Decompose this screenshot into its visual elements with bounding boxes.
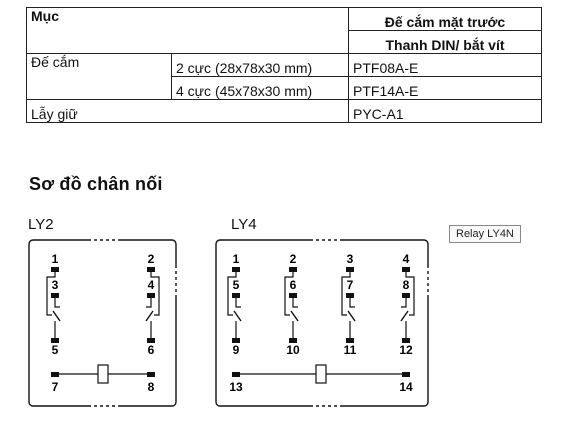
contact-line bbox=[405, 271, 415, 316]
ly2-label: LY2 bbox=[28, 216, 54, 233]
ly4-p9-label: 9 bbox=[233, 343, 240, 357]
ly4-p6-pin bbox=[289, 293, 297, 298]
ly4-p3-pin bbox=[346, 267, 354, 272]
ly4-p2-label: 2 bbox=[290, 252, 297, 266]
ly4-p10-pin bbox=[289, 338, 297, 343]
contact-blade bbox=[290, 310, 299, 322]
ly4-p4-label: 4 bbox=[403, 252, 410, 266]
ly2-p7-label: 7 bbox=[52, 380, 59, 394]
contact-line bbox=[54, 297, 60, 308]
contact-blade bbox=[400, 310, 409, 322]
row-code-2pole: PTF08A-E bbox=[348, 53, 542, 77]
row-socket-name: Đế cắm bbox=[26, 53, 172, 100]
ly4-diagram bbox=[215, 238, 430, 408]
ly2-p3-label: 3 bbox=[52, 278, 59, 292]
ly4-p1-label: 1 bbox=[233, 252, 240, 266]
ly2-p6-pin bbox=[147, 338, 155, 343]
contact-line bbox=[349, 297, 355, 308]
ly4-p13-label: 13 bbox=[229, 380, 243, 394]
ly2-p3-pin bbox=[51, 293, 59, 298]
ly2-p7-pin bbox=[51, 372, 59, 377]
contact-line bbox=[284, 271, 294, 316]
row-clip-code: PYC-A1 bbox=[348, 99, 542, 123]
ly4-p11-label: 11 bbox=[344, 343, 357, 357]
ly2-p5-label: 5 bbox=[52, 343, 59, 357]
ly2-p1-pin bbox=[51, 267, 59, 272]
ly2-p2-pin bbox=[147, 267, 155, 272]
accessory-table: Mục Đế cắm mặt trước Thanh DIN/ bắt vít … bbox=[26, 7, 542, 123]
ly4-p7-pin bbox=[346, 293, 354, 298]
ly4-p14-pin bbox=[402, 372, 410, 377]
ly4-p12-pin bbox=[402, 338, 410, 343]
ly4-p1-pin bbox=[232, 267, 240, 272]
ly2-p8-pin bbox=[147, 372, 155, 377]
header-item: Mục bbox=[26, 7, 349, 54]
ly4-p8-label: 8 bbox=[403, 278, 410, 292]
ly4-p6-label: 6 bbox=[290, 278, 297, 292]
row-clip-name: Lẫy giữ bbox=[26, 99, 349, 123]
ly4-p10-label: 10 bbox=[286, 343, 300, 357]
ly4-p13-pin bbox=[232, 372, 240, 377]
header-socket-front: Đế cắm mặt trước bbox=[348, 7, 542, 31]
ly2-p5-pin bbox=[51, 338, 59, 343]
ly2-p2-label: 2 bbox=[148, 252, 155, 266]
contact-line bbox=[146, 297, 152, 308]
coil-symbol bbox=[97, 364, 109, 384]
section-title: Sơ đồ chân nối bbox=[29, 174, 163, 194]
contact-line bbox=[341, 271, 351, 316]
ly4-p14-label: 14 bbox=[399, 380, 413, 394]
contact-line bbox=[150, 271, 160, 316]
ly4-p4-pin bbox=[402, 267, 410, 272]
ly4-p7-label: 7 bbox=[347, 278, 354, 292]
ly2-diagram bbox=[28, 238, 178, 408]
ly4-p3-label: 3 bbox=[347, 252, 354, 266]
contact-line bbox=[227, 271, 237, 316]
ly2-p6-label: 6 bbox=[148, 343, 155, 357]
ly4-p5-pin bbox=[232, 293, 240, 298]
ly4-p5-label: 5 bbox=[233, 278, 240, 292]
ly2-pins: 1 3 5 2 4 6 7 8 bbox=[46, 252, 160, 394]
ly4-p12-label: 12 bbox=[399, 343, 413, 357]
contact-line bbox=[292, 297, 298, 308]
contact-blade bbox=[233, 310, 242, 322]
ly4-p8-pin bbox=[402, 293, 410, 298]
ly2-p8-label: 8 bbox=[148, 380, 155, 394]
coil-symbol bbox=[315, 364, 327, 384]
relay-tag[interactable]: Relay LY4N bbox=[449, 225, 521, 243]
ly4-pins: 1 5 9 2 6 10 3 7 11 4 8 12 13 14 bbox=[227, 252, 415, 394]
row-code-4pole: PTF14A-E bbox=[348, 76, 542, 100]
row-spec-4pole: 4 cực (45x78x30 mm) bbox=[171, 76, 349, 100]
ly4-p11-pin bbox=[346, 338, 354, 343]
ly4-label: LY4 bbox=[231, 216, 257, 233]
ly2-p1-label: 1 bbox=[52, 252, 59, 266]
ly4-p2-pin bbox=[289, 267, 297, 272]
contact-line bbox=[235, 297, 241, 308]
contact-blade bbox=[52, 310, 61, 322]
contact-blade bbox=[145, 310, 154, 322]
ly2-p4-pin bbox=[147, 293, 155, 298]
ly4-p9-pin bbox=[232, 338, 240, 343]
contact-line bbox=[401, 297, 407, 308]
contact-blade bbox=[347, 310, 356, 322]
contact-line bbox=[46, 271, 56, 316]
ly2-p4-label: 4 bbox=[148, 278, 155, 292]
